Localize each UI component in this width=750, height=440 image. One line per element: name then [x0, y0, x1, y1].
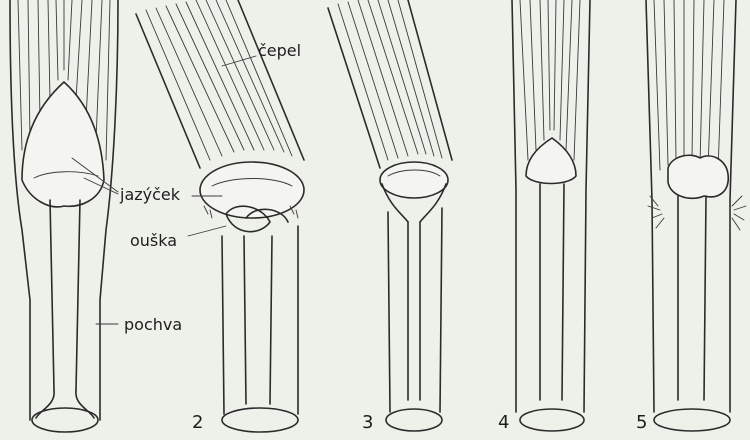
figure-5-hairs-left — [648, 196, 664, 228]
figure-1-base-flare-left — [36, 390, 54, 418]
figure-number-5: 5 — [636, 412, 647, 433]
figure-3-blade-left-edge — [328, 8, 380, 168]
figure-3-blade-right-edge — [408, 0, 452, 160]
figure-4-leaf — [512, 0, 590, 431]
label-sheath: pochva — [124, 315, 182, 334]
label-ligule: jazýček — [119, 185, 181, 204]
figure-3-sheath-right — [440, 208, 442, 412]
figure-2-blade-striations — [146, 0, 292, 160]
figure-4-ligule — [526, 138, 576, 184]
figure-number-2: 2 — [192, 412, 203, 433]
label-blade: čepel — [258, 41, 301, 60]
figure-1-culm-left — [50, 200, 54, 390]
figure-2-blade-left-edge — [136, 14, 200, 168]
label-auricles: ouška — [130, 231, 177, 250]
blade-leader-line — [222, 56, 256, 66]
figure-4-sheath-right — [584, 0, 590, 412]
figure-4-base-opening — [520, 409, 584, 431]
figure-2-culm-right — [270, 236, 272, 404]
figure-3-ligule — [380, 162, 448, 198]
figure-1-base-flare-right — [76, 390, 94, 418]
figure-2-base-opening — [222, 408, 298, 432]
figure-5-base-opening — [654, 409, 730, 431]
figure-1-sheath-right — [100, 0, 118, 420]
figure-1-culm-right — [76, 200, 80, 390]
figure-4-sheath-left — [512, 0, 516, 412]
figure-1-ligule — [22, 82, 104, 207]
figure-5-blade-striations — [654, 0, 724, 172]
figure-1-leaf — [10, 0, 118, 432]
figure-number-4: 4 — [498, 412, 509, 433]
figure-5-culm-right — [704, 196, 706, 400]
figure-3-base-opening — [386, 409, 442, 431]
figure-3-leaf — [328, 0, 452, 431]
figure-5-leaf — [646, 0, 746, 431]
figure-3-blade-striations — [338, 0, 442, 160]
figure-3-sheath-left — [388, 212, 390, 412]
figure-4-culm-right — [562, 184, 564, 400]
figure-2-culm-left — [244, 236, 246, 404]
figure-4-blade-striations — [520, 0, 580, 160]
figure-5-sheath-right — [730, 0, 736, 412]
figure-5-hairs-right — [732, 196, 746, 230]
figure-number-3: 3 — [362, 412, 373, 433]
figure-2-leaf — [136, 0, 304, 432]
figure-2-sheath-left — [222, 236, 224, 414]
auricles-leader-line — [188, 226, 226, 236]
figure-5-sheath-left — [646, 0, 654, 412]
figure-5-ligule — [668, 155, 728, 198]
figure-2-ligule — [200, 162, 304, 218]
